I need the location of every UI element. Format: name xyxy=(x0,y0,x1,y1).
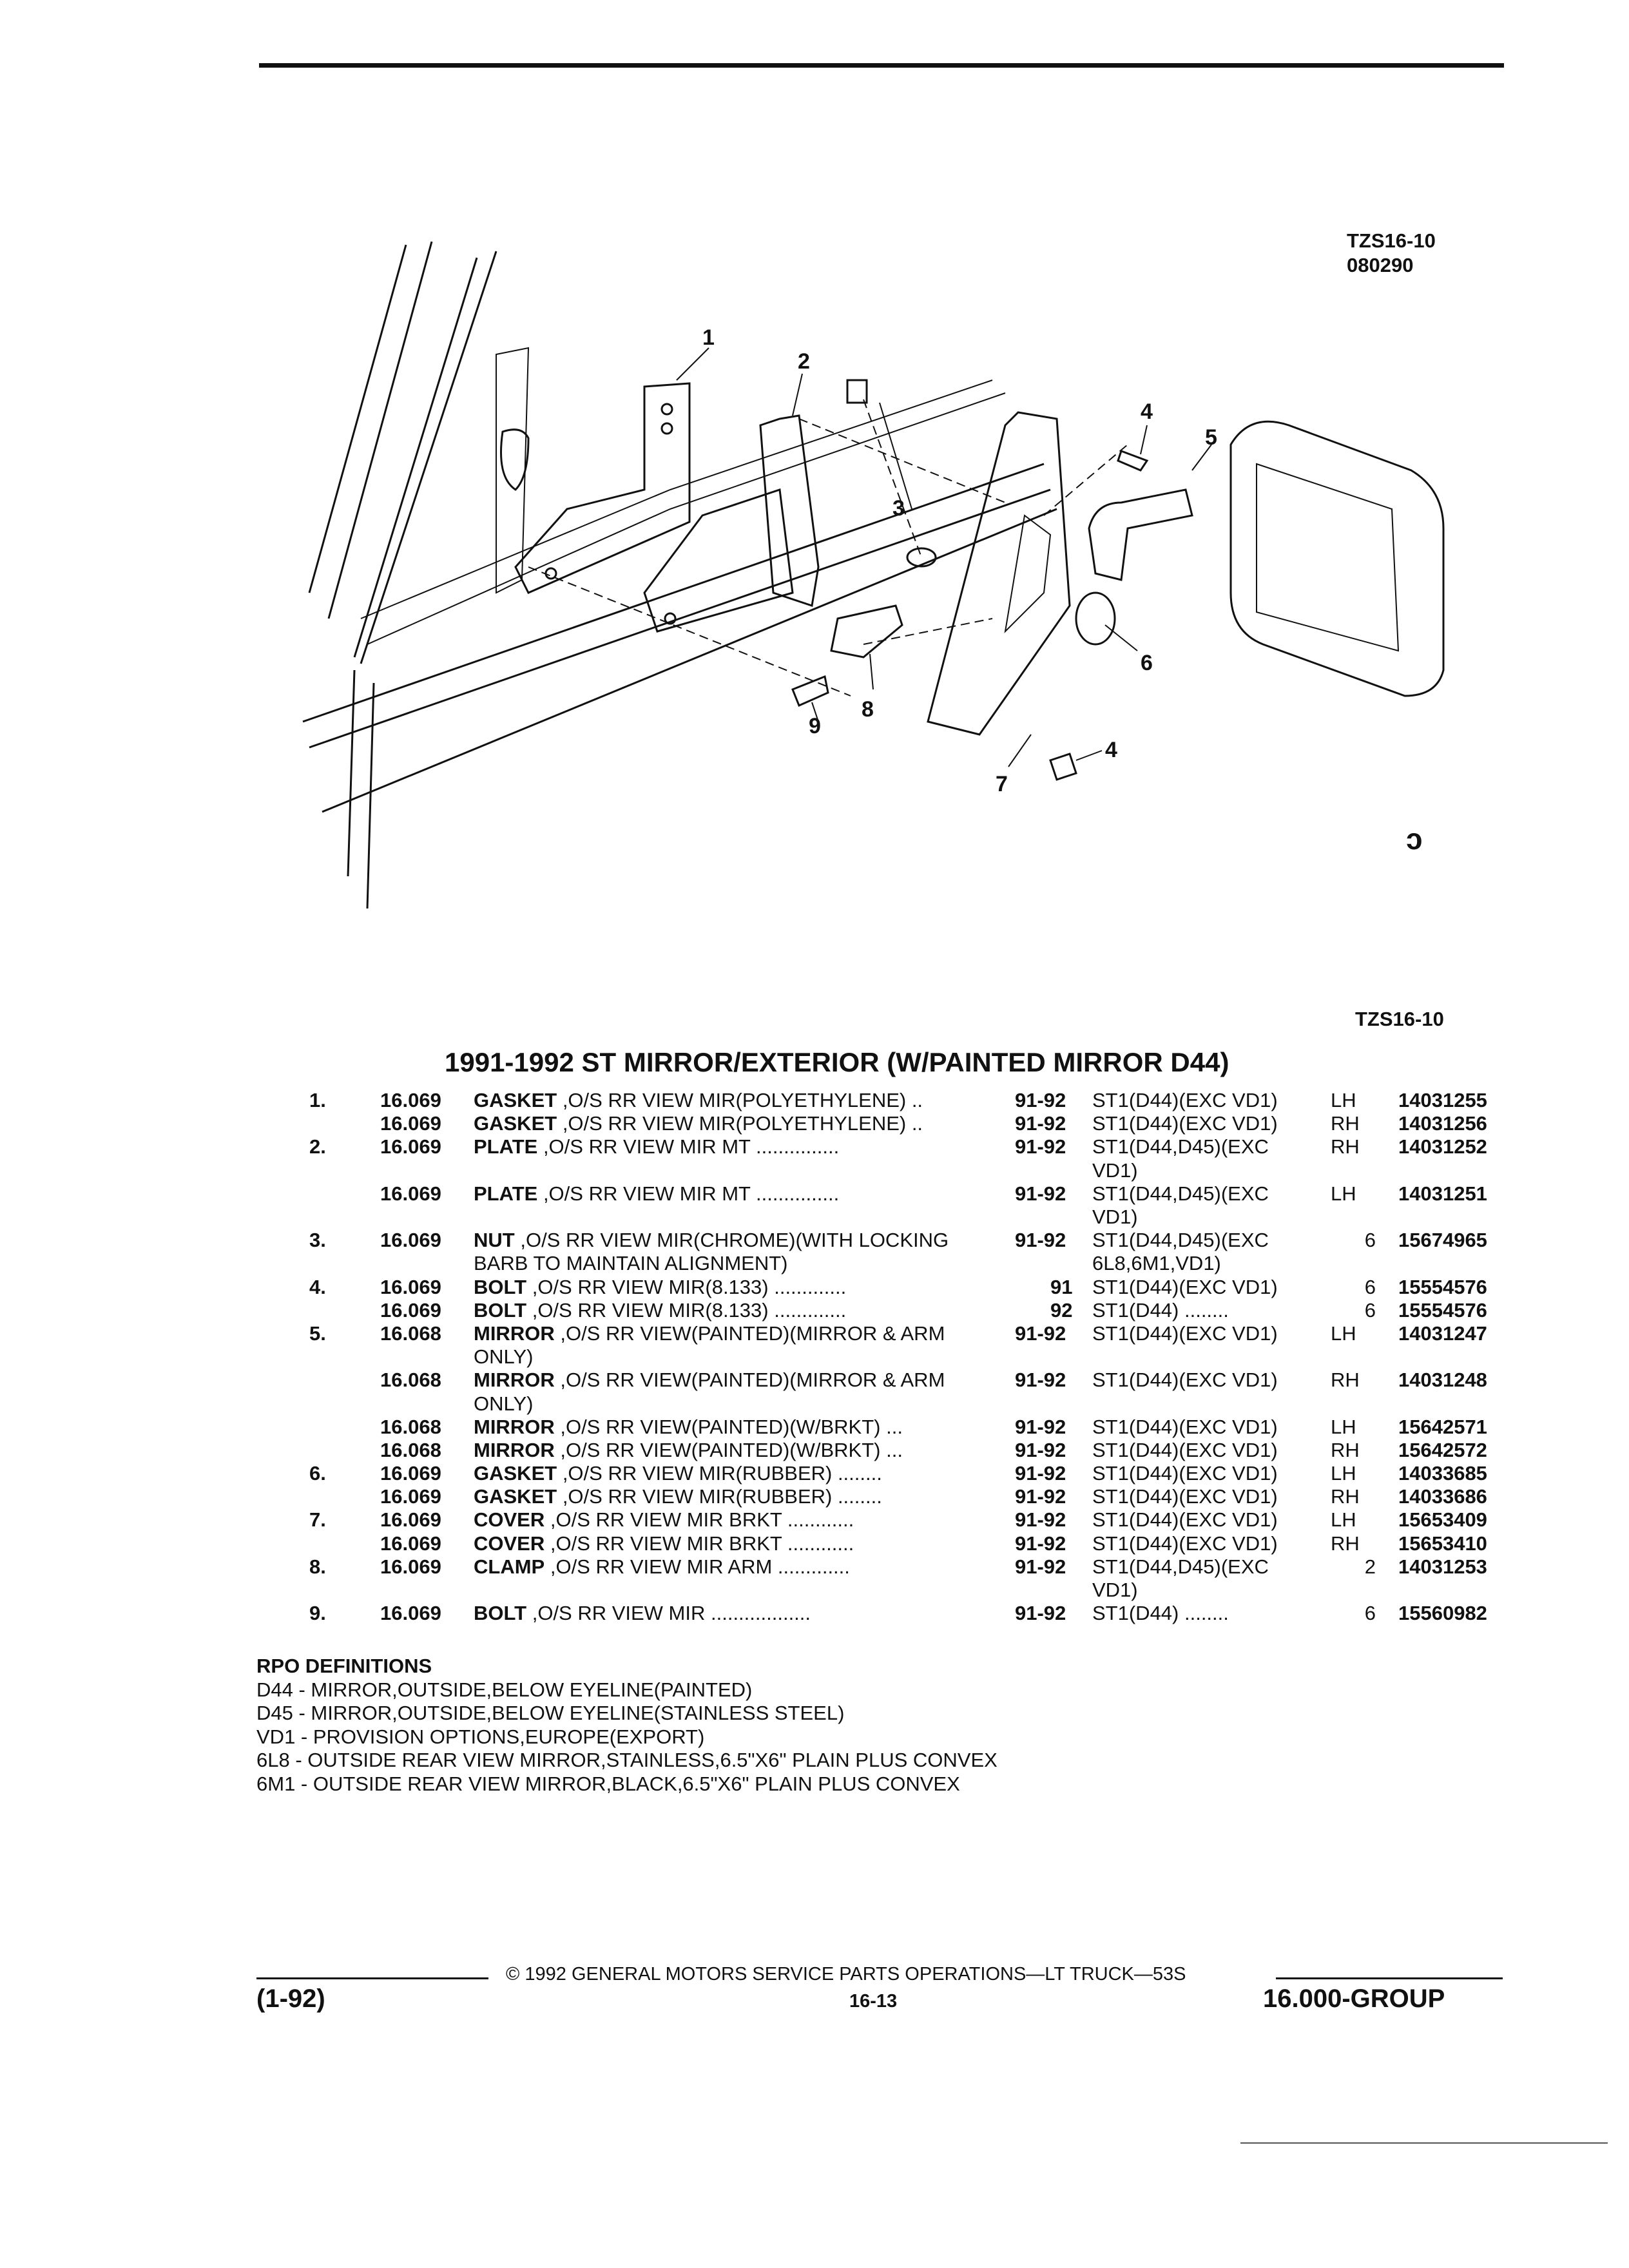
door-frame xyxy=(302,241,1057,908)
parts-row: 5. 16.068 MIRROR ,O/S RR VIEW(PAINTED)(M… xyxy=(309,1321,1487,1369)
parts-list: 1. 16.069 GASKET ,O/S RR VIEW MIR(POLYET… xyxy=(309,1089,1495,1625)
parts-row: 2. 16.069 PLATE ,O/S RR VIEW MIR MT ....… xyxy=(309,1135,1487,1182)
parts-row: 16.069 COVER ,O/S RR VIEW MIR BRKT .....… xyxy=(380,1532,1487,1555)
rpo-line: D45 - MIRROR,OUTSIDE,BELOW EYELINE(STAIN… xyxy=(256,1702,845,1724)
parts-row: 16.069 PLATE ,O/S RR VIEW MIR MT .......… xyxy=(380,1182,1487,1228)
footer-group: 16.000-GROUP xyxy=(1263,1984,1445,2013)
parts-row: 16.069 GASKET ,O/S RR VIEW MIR(POLYETHYL… xyxy=(380,1112,1487,1135)
assembly-lines xyxy=(528,399,1128,697)
plate-hole xyxy=(545,567,557,580)
plate-hole xyxy=(660,403,673,416)
parts-row: 8. 16.069 CLAMP ,O/S RR VIEW MIR ARM ...… xyxy=(309,1555,1487,1602)
callout-3: 3 xyxy=(892,496,905,521)
exploded-view-illustration: 1 2 3 4 5 6 7 8 9 4 xyxy=(302,241,1445,908)
callout-7: 7 xyxy=(996,772,1008,796)
callout-5: 5 xyxy=(1205,425,1217,450)
bolt-4-upper xyxy=(1117,450,1149,472)
rpo-heading: RPO DEFINITIONS xyxy=(256,1655,432,1677)
gasket-6 xyxy=(1075,591,1116,646)
section-ref: TZS16-10 xyxy=(1355,1008,1444,1030)
figure-ref-date: 080290 xyxy=(1347,254,1414,276)
callout-2: 2 xyxy=(798,349,810,374)
callout-4b: 4 xyxy=(1105,738,1117,762)
parts-row: 16.068 MIRROR ,O/S RR VIEW(PAINTED)(W/BR… xyxy=(380,1415,1487,1438)
parts-row: 16.068 MIRROR ,O/S RR VIEW(PAINTED)(MIRR… xyxy=(380,1369,1487,1415)
clip xyxy=(846,379,868,404)
footer-rule-left xyxy=(256,1977,488,1979)
mount-plate-2 xyxy=(759,414,820,607)
footer-page-number: 16-13 xyxy=(849,1991,898,2012)
leader-lines xyxy=(676,347,1212,767)
footer-copyright: © 1992 GENERAL MOTORS SERVICE PARTS OPER… xyxy=(506,1964,1186,1984)
rpo-line: 6M1 - OUTSIDE REAR VIEW MIRROR,BLACK,6.5… xyxy=(256,1772,960,1795)
mirror-arm xyxy=(1088,488,1193,581)
callout-9: 9 xyxy=(809,714,821,738)
rpo-definitions: RPO DEFINITIONS D44 - MIRROR,OUTSIDE,BEL… xyxy=(256,1655,998,1796)
callout-4: 4 xyxy=(1141,399,1153,424)
cover-inner xyxy=(1004,514,1052,633)
parts-row: 9. 16.069 BOLT ,O/S RR VIEW MIR ........… xyxy=(309,1602,1487,1625)
parts-row: 6. 16.069 GASKET ,O/S RR VIEW MIR(RUBBER… xyxy=(309,1462,1487,1485)
mirror-face xyxy=(1256,463,1400,652)
figure-ref-code: TZS16-10 xyxy=(1347,229,1436,252)
rpo-line: D44 - MIRROR,OUTSIDE,BELOW EYELINE(PAINT… xyxy=(256,1678,753,1701)
parts-row: 16.069 BOLT ,O/S RR VIEW MIR(8.133) ....… xyxy=(380,1298,1487,1321)
bracket-body xyxy=(643,488,794,633)
bottom-rule xyxy=(1240,2142,1608,2144)
callout-6: 6 xyxy=(1141,651,1153,675)
parts-row: 4. 16.069 BOLT ,O/S RR VIEW MIR(8.133) .… xyxy=(309,1275,1487,1298)
parts-row: 16.069 GASKET ,O/S RR VIEW MIR(RUBBER) .… xyxy=(380,1485,1487,1508)
top-rule xyxy=(259,63,1504,68)
footer-date-code: (1-92) xyxy=(256,1984,325,2013)
rpo-line: 6L8 - OUTSIDE REAR VIEW MIRROR,STAINLESS… xyxy=(256,1749,998,1771)
corner-mark: ↄ xyxy=(1406,822,1423,856)
page-title: 1991-1992 ST MIRROR/EXTERIOR (W/PAINTED … xyxy=(445,1047,1229,1077)
mount-plate-1 xyxy=(514,382,691,594)
parts-row: 7. 16.069 COVER ,O/S RR VIEW MIR BRKT ..… xyxy=(309,1508,1487,1532)
footer-rule-right xyxy=(1276,1977,1503,1979)
cover-7 xyxy=(927,411,1071,736)
parts-row: 16.068 MIRROR ,O/S RR VIEW(PAINTED)(W/BR… xyxy=(380,1438,1487,1461)
callout-8: 8 xyxy=(862,697,874,722)
mirror-head-5 xyxy=(1229,420,1445,697)
parts-row: 1. 16.069 GASKET ,O/S RR VIEW MIR(POLYET… xyxy=(309,1089,1487,1111)
rpo-line: VD1 - PROVISION OPTIONS,EUROPE(EXPORT) xyxy=(256,1725,705,1748)
parts-row: 3. 16.069 NUT ,O/S RR VIEW MIR(CHROME)(W… xyxy=(309,1229,1487,1275)
bolt-4-lower xyxy=(1049,753,1077,781)
callout-1: 1 xyxy=(702,325,715,350)
clamp-8 xyxy=(830,604,903,658)
nut-3 xyxy=(906,547,937,568)
bolt-9 xyxy=(791,675,829,707)
bracket-hole xyxy=(664,612,677,625)
plate-hole xyxy=(660,422,673,435)
